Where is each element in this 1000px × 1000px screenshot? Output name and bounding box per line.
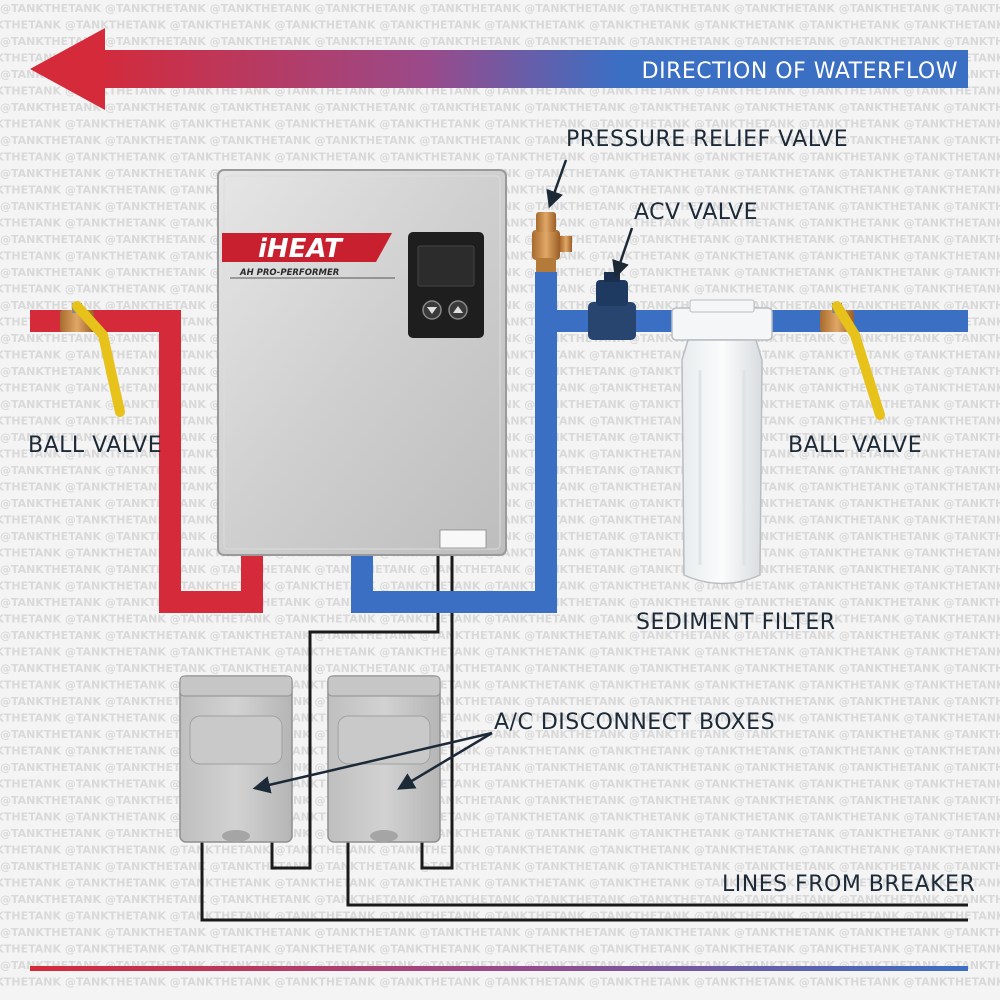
watermark-row: @TANKTHETANK @TANKTHETANK @TANKTHETANK @… <box>0 778 1000 791</box>
label-sediment-filter: SEDIMENT FILTER <box>636 610 836 635</box>
arrow-pressure-relief <box>546 159 568 209</box>
watermark-row: @TANKTHETANK @TANKTHETANK @TANKTHETANK @… <box>0 860 1000 873</box>
electrical-wiring <box>200 555 968 922</box>
label-disconnect-boxes: A/C DISCONNECT BOXES <box>494 710 775 735</box>
display-screen <box>417 245 475 287</box>
waterflow-arrow <box>30 28 968 110</box>
arrow-disconnect-left <box>252 731 493 794</box>
watermark-row: @TANKTHETANK @TANKTHETANK @TANKTHETANK @… <box>0 976 1000 989</box>
heater-model: AH PRO-PERFORMER <box>239 268 339 278</box>
watermark-row: @TANKTHETANK @TANKTHETANK @TANKTHETANK @… <box>0 893 1000 906</box>
watermark-row: @TANKTHETANK @TANKTHETANK @TANKTHETANK @… <box>0 827 1000 840</box>
watermark-row: @TANKTHETANK @TANKTHETANK @TANKTHETANK @… <box>0 695 1000 708</box>
watermark-row: @TANKTHETANK @TANKTHETANK @TANKTHETANK @… <box>0 629 1000 642</box>
watermark-row: @TANKTHETANK @TANKTHETANK @TANKTHETANK @… <box>0 2 1000 15</box>
ball-valve-handle <box>832 301 885 420</box>
brand-banner <box>222 233 392 262</box>
arrow-disconnect-right <box>396 731 493 790</box>
arrow-acv <box>612 227 634 279</box>
callout-arrows <box>252 159 634 794</box>
watermark-row: @TANKTHETANK @TANKTHETANK @TANKTHETANK @… <box>0 101 1000 114</box>
watermark-row: @TANKTHETANK @TANKTHETANK @TANKTHETANK @… <box>0 794 1000 807</box>
watermark-row: @TANKTHETANK @TANKTHETANK @TANKTHETANK @… <box>0 844 1000 857</box>
watermark-row: @TANKTHETANK @TANKTHETANK @TANKTHETANK @… <box>0 134 1000 147</box>
watermark-row: @TANKTHETANK @TANKTHETANK @TANKTHETANK @… <box>0 580 1000 593</box>
tankless-water-heater: iHEAT AH PRO-PERFORMER <box>217 169 507 556</box>
bottom-gradient-line <box>30 966 968 971</box>
watermark-row: @TANKTHETANK @TANKTHETANK @TANKTHETANK @… <box>0 679 1000 692</box>
caution-sticker <box>439 529 487 549</box>
ball-valve-left <box>60 301 125 417</box>
watermark-row: @TANKTHETANK @TANKTHETANK @TANKTHETANK @… <box>0 926 1000 939</box>
watermark-row: @TANKTHETANK @TANKTHETANK @TANKTHETANK @… <box>0 118 1000 131</box>
acv-valve <box>588 272 636 340</box>
hot-water-pipe <box>30 310 263 613</box>
watermark-row: @TANKTHETANK @TANKTHETANK @TANKTHETANK @… <box>0 877 1000 890</box>
watermark-row: @TANKTHETANK @TANKTHETANK @TANKTHETANK @… <box>0 745 1000 758</box>
label-pressure-relief-valve: PRESSURE RELIEF VALVE <box>566 127 848 152</box>
watermark-row: @TANKTHETANK @TANKTHETANK @TANKTHETANK @… <box>0 151 1000 164</box>
waterflow-label: DIRECTION OF WATERFLOW <box>642 59 958 84</box>
watermark-row: @TANKTHETANK @TANKTHETANK @TANKTHETANK @… <box>0 761 1000 774</box>
watermark-row: @TANKTHETANK @TANKTHETANK @TANKTHETANK @… <box>0 943 1000 956</box>
sediment-filter <box>671 299 773 585</box>
heater-brand: iHEAT <box>258 234 344 264</box>
label-lines-from-breaker: LINES FROM BREAKER <box>722 872 975 897</box>
label-ball-valve-left: BALL VALVE <box>28 433 162 458</box>
ball-valve-right <box>820 301 885 420</box>
label-ball-valve-right: BALL VALVE <box>788 433 922 458</box>
watermark-row: @TANKTHETANK @TANKTHETANK @TANKTHETANK @… <box>0 662 1000 675</box>
label-acv-valve: ACV VALVE <box>634 200 758 225</box>
watermark-row: @TANKTHETANK @TANKTHETANK @TANKTHETANK @… <box>0 811 1000 824</box>
watermark-row: @TANKTHETANK @TANKTHETANK @TANKTHETANK @… <box>0 646 1000 659</box>
watermark-row: @TANKTHETANK @TANKTHETANK @TANKTHETANK @… <box>0 563 1000 576</box>
pressure-relief-valve <box>532 212 572 272</box>
watermark-row: @TANKTHETANK @TANKTHETANK @TANKTHETANK @… <box>0 613 1000 626</box>
disconnect-box-left <box>179 675 293 843</box>
watermark-row: @TANKTHETANK @TANKTHETANK @TANKTHETANK @… <box>0 19 1000 32</box>
control-panel <box>408 232 484 338</box>
watermark-row: @TANKTHETANK @TANKTHETANK @TANKTHETANK @… <box>0 35 1000 48</box>
ball-valve-handle <box>72 301 125 417</box>
